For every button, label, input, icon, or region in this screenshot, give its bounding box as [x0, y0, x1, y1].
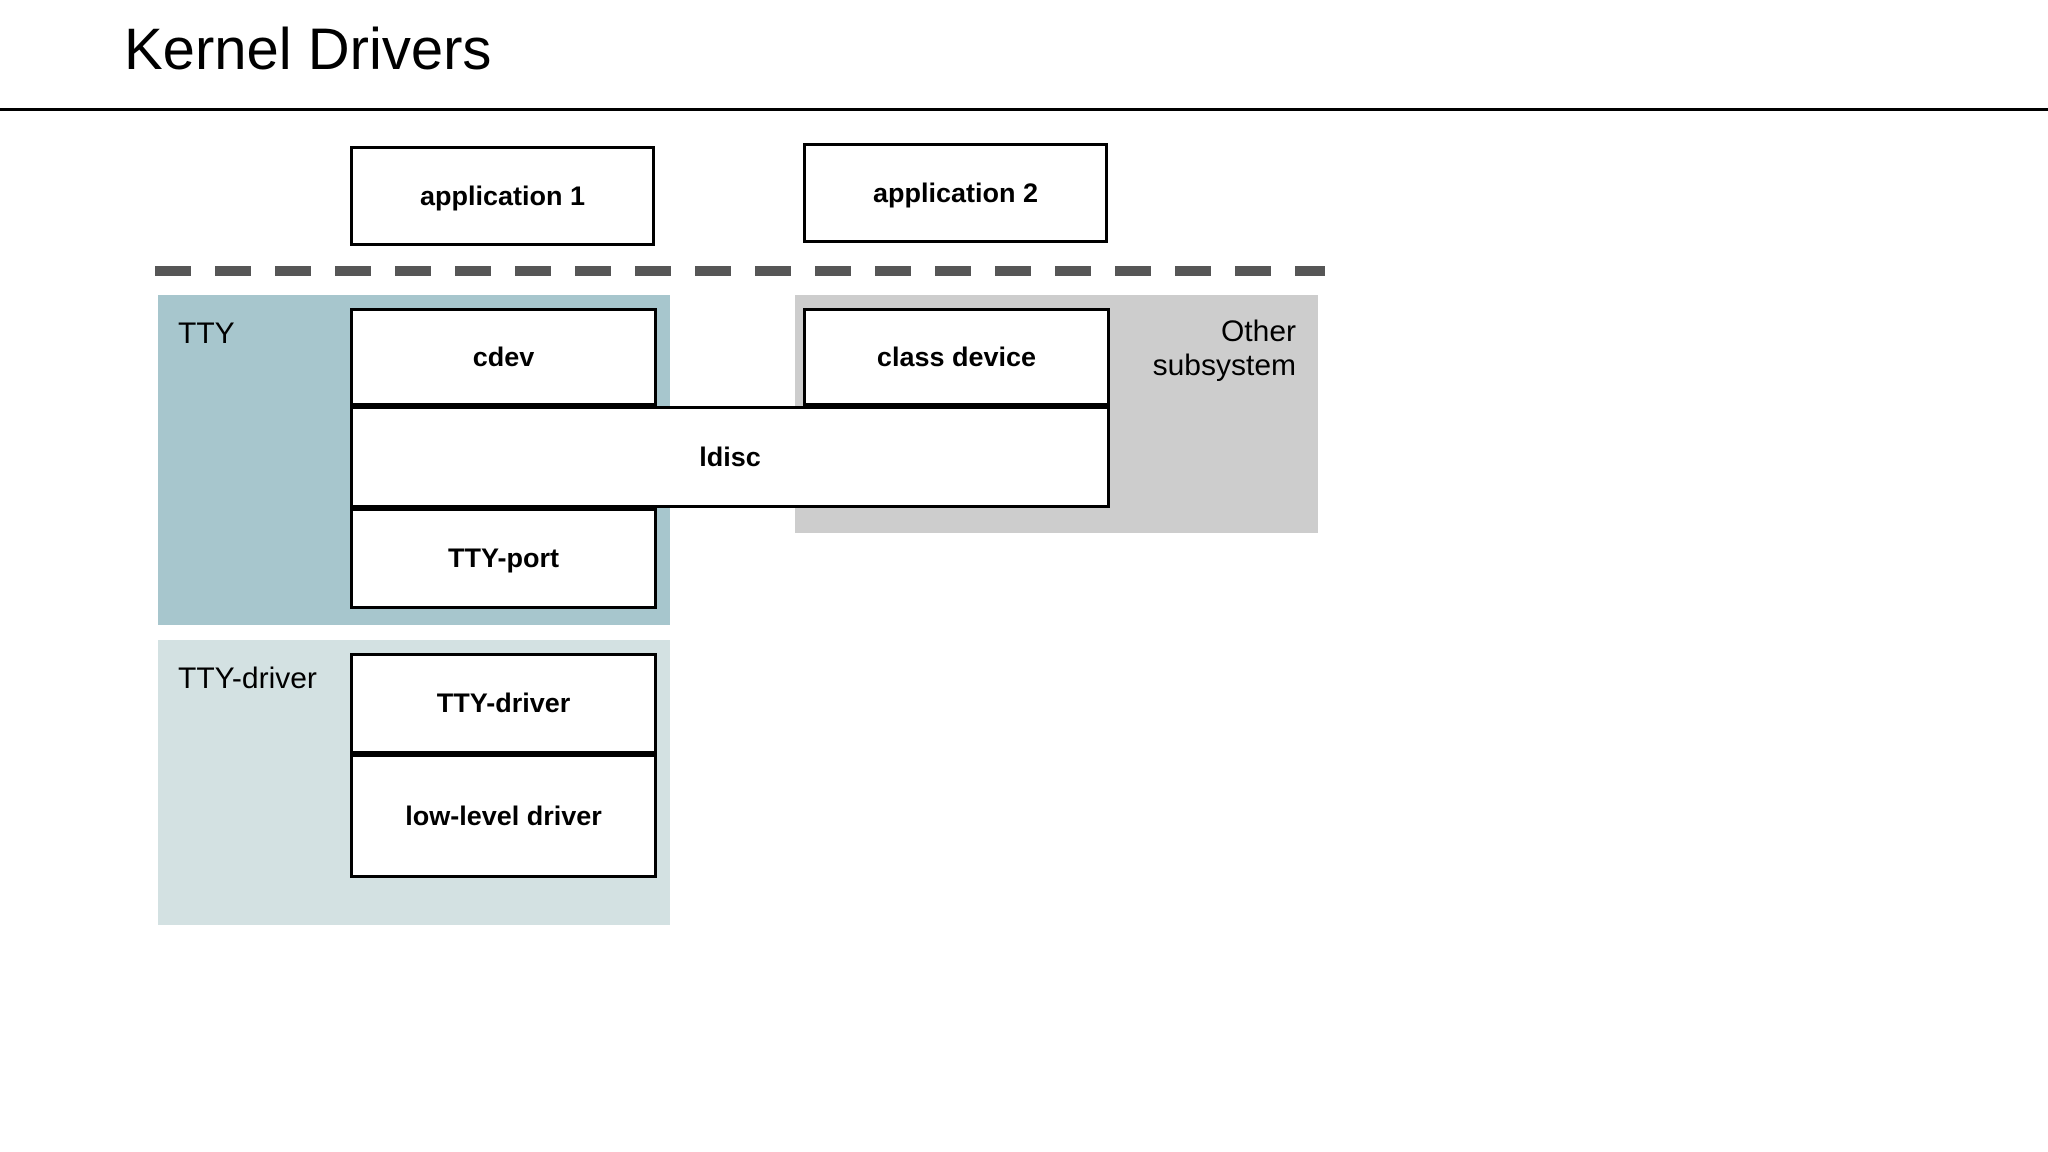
low-level-driver-box: low-level driver	[350, 754, 657, 878]
class-device-box: class device	[803, 308, 1110, 406]
application-2-box: application 2	[803, 143, 1108, 243]
page-title: Kernel Drivers	[124, 17, 492, 82]
tty-driver-subsystem-label: TTY-driver	[178, 662, 317, 695]
tty-subsystem-label: TTY	[178, 317, 235, 350]
tty-port-box: TTY-port	[350, 508, 657, 609]
cdev-box: cdev	[350, 308, 657, 406]
application-1-box: application 1	[350, 146, 655, 246]
other-subsystem-label: Other subsystem	[1152, 315, 1296, 382]
ldisc-box: ldisc	[350, 406, 1110, 508]
tty-driver-box: TTY-driver	[350, 653, 657, 754]
title-divider	[0, 108, 2048, 111]
kernel-userspace-boundary-dashed-line	[155, 266, 1325, 276]
